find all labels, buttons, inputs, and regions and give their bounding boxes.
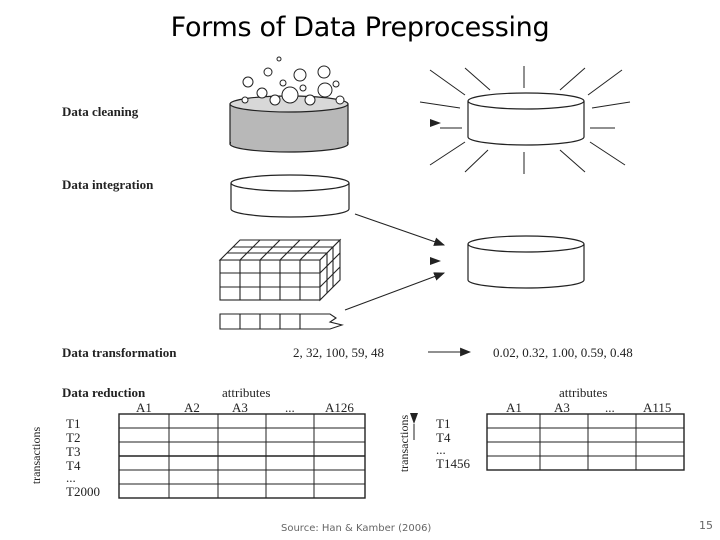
left-col-header: A126 — [325, 400, 354, 415]
left-row-label: T2 — [66, 430, 81, 445]
source-citation: Source: Han & Kamber (2006) — [281, 523, 432, 534]
left-transactions-label: transactions — [29, 426, 44, 485]
values-after: 0.02, 0.32, 1.00, 0.59, 0.48 — [493, 345, 633, 360]
label-data-integration: Data integration — [62, 177, 154, 192]
right-transactions-label: transactions — [397, 414, 412, 473]
right-col-header: A3 — [554, 400, 570, 415]
right-attributes-label: attributes — [559, 385, 608, 400]
left-table — [118, 413, 366, 499]
left-row-label: T2000 — [66, 484, 100, 499]
right-row-label: ... — [436, 442, 446, 457]
slide-title: Forms of Data Preprocessing — [170, 12, 550, 43]
left-col-header: A3 — [232, 400, 248, 415]
dirty-database-icon — [229, 95, 349, 153]
label-data-cleaning: Data cleaning — [62, 104, 139, 119]
right-col-header: ... — [605, 400, 615, 415]
right-col-header: A115 — [643, 400, 672, 415]
integrated-database-icon — [467, 235, 585, 289]
left-row-label: T4 — [66, 458, 81, 473]
left-col-header: ... — [285, 400, 295, 415]
right-table — [486, 413, 685, 471]
cleaning-arrow — [430, 119, 441, 127]
integration-arrow-top — [354, 213, 446, 246]
flat-file-icon — [219, 313, 344, 330]
label-data-reduction: Data reduction — [62, 385, 146, 400]
left-row-label: T3 — [66, 444, 81, 459]
left-row-label: ... — [66, 470, 76, 485]
left-attributes-label: attributes — [222, 385, 271, 400]
page-number: 15 — [699, 519, 713, 532]
left-col-header: A2 — [184, 400, 200, 415]
left-col-header: A1 — [136, 400, 152, 415]
shine-rays — [419, 66, 631, 174]
right-row-label: T1456 — [436, 456, 470, 471]
dirt-bubbles — [241, 56, 345, 106]
label-data-transformation: Data transformation — [62, 345, 177, 360]
clean-database-icon — [467, 92, 585, 146]
integration-arrow-mid — [430, 257, 441, 265]
data-cube-icon — [218, 238, 342, 302]
right-row-label: T4 — [436, 430, 451, 445]
left-row-label: T1 — [66, 416, 81, 431]
right-row-label: T1 — [436, 416, 451, 431]
integration-database-icon — [230, 174, 350, 218]
right-col-header: A1 — [506, 400, 522, 415]
values-before: 2, 32, 100, 59, 48 — [293, 345, 384, 360]
integration-arrow-bottom — [344, 272, 446, 311]
reduction-arrow — [410, 413, 418, 424]
